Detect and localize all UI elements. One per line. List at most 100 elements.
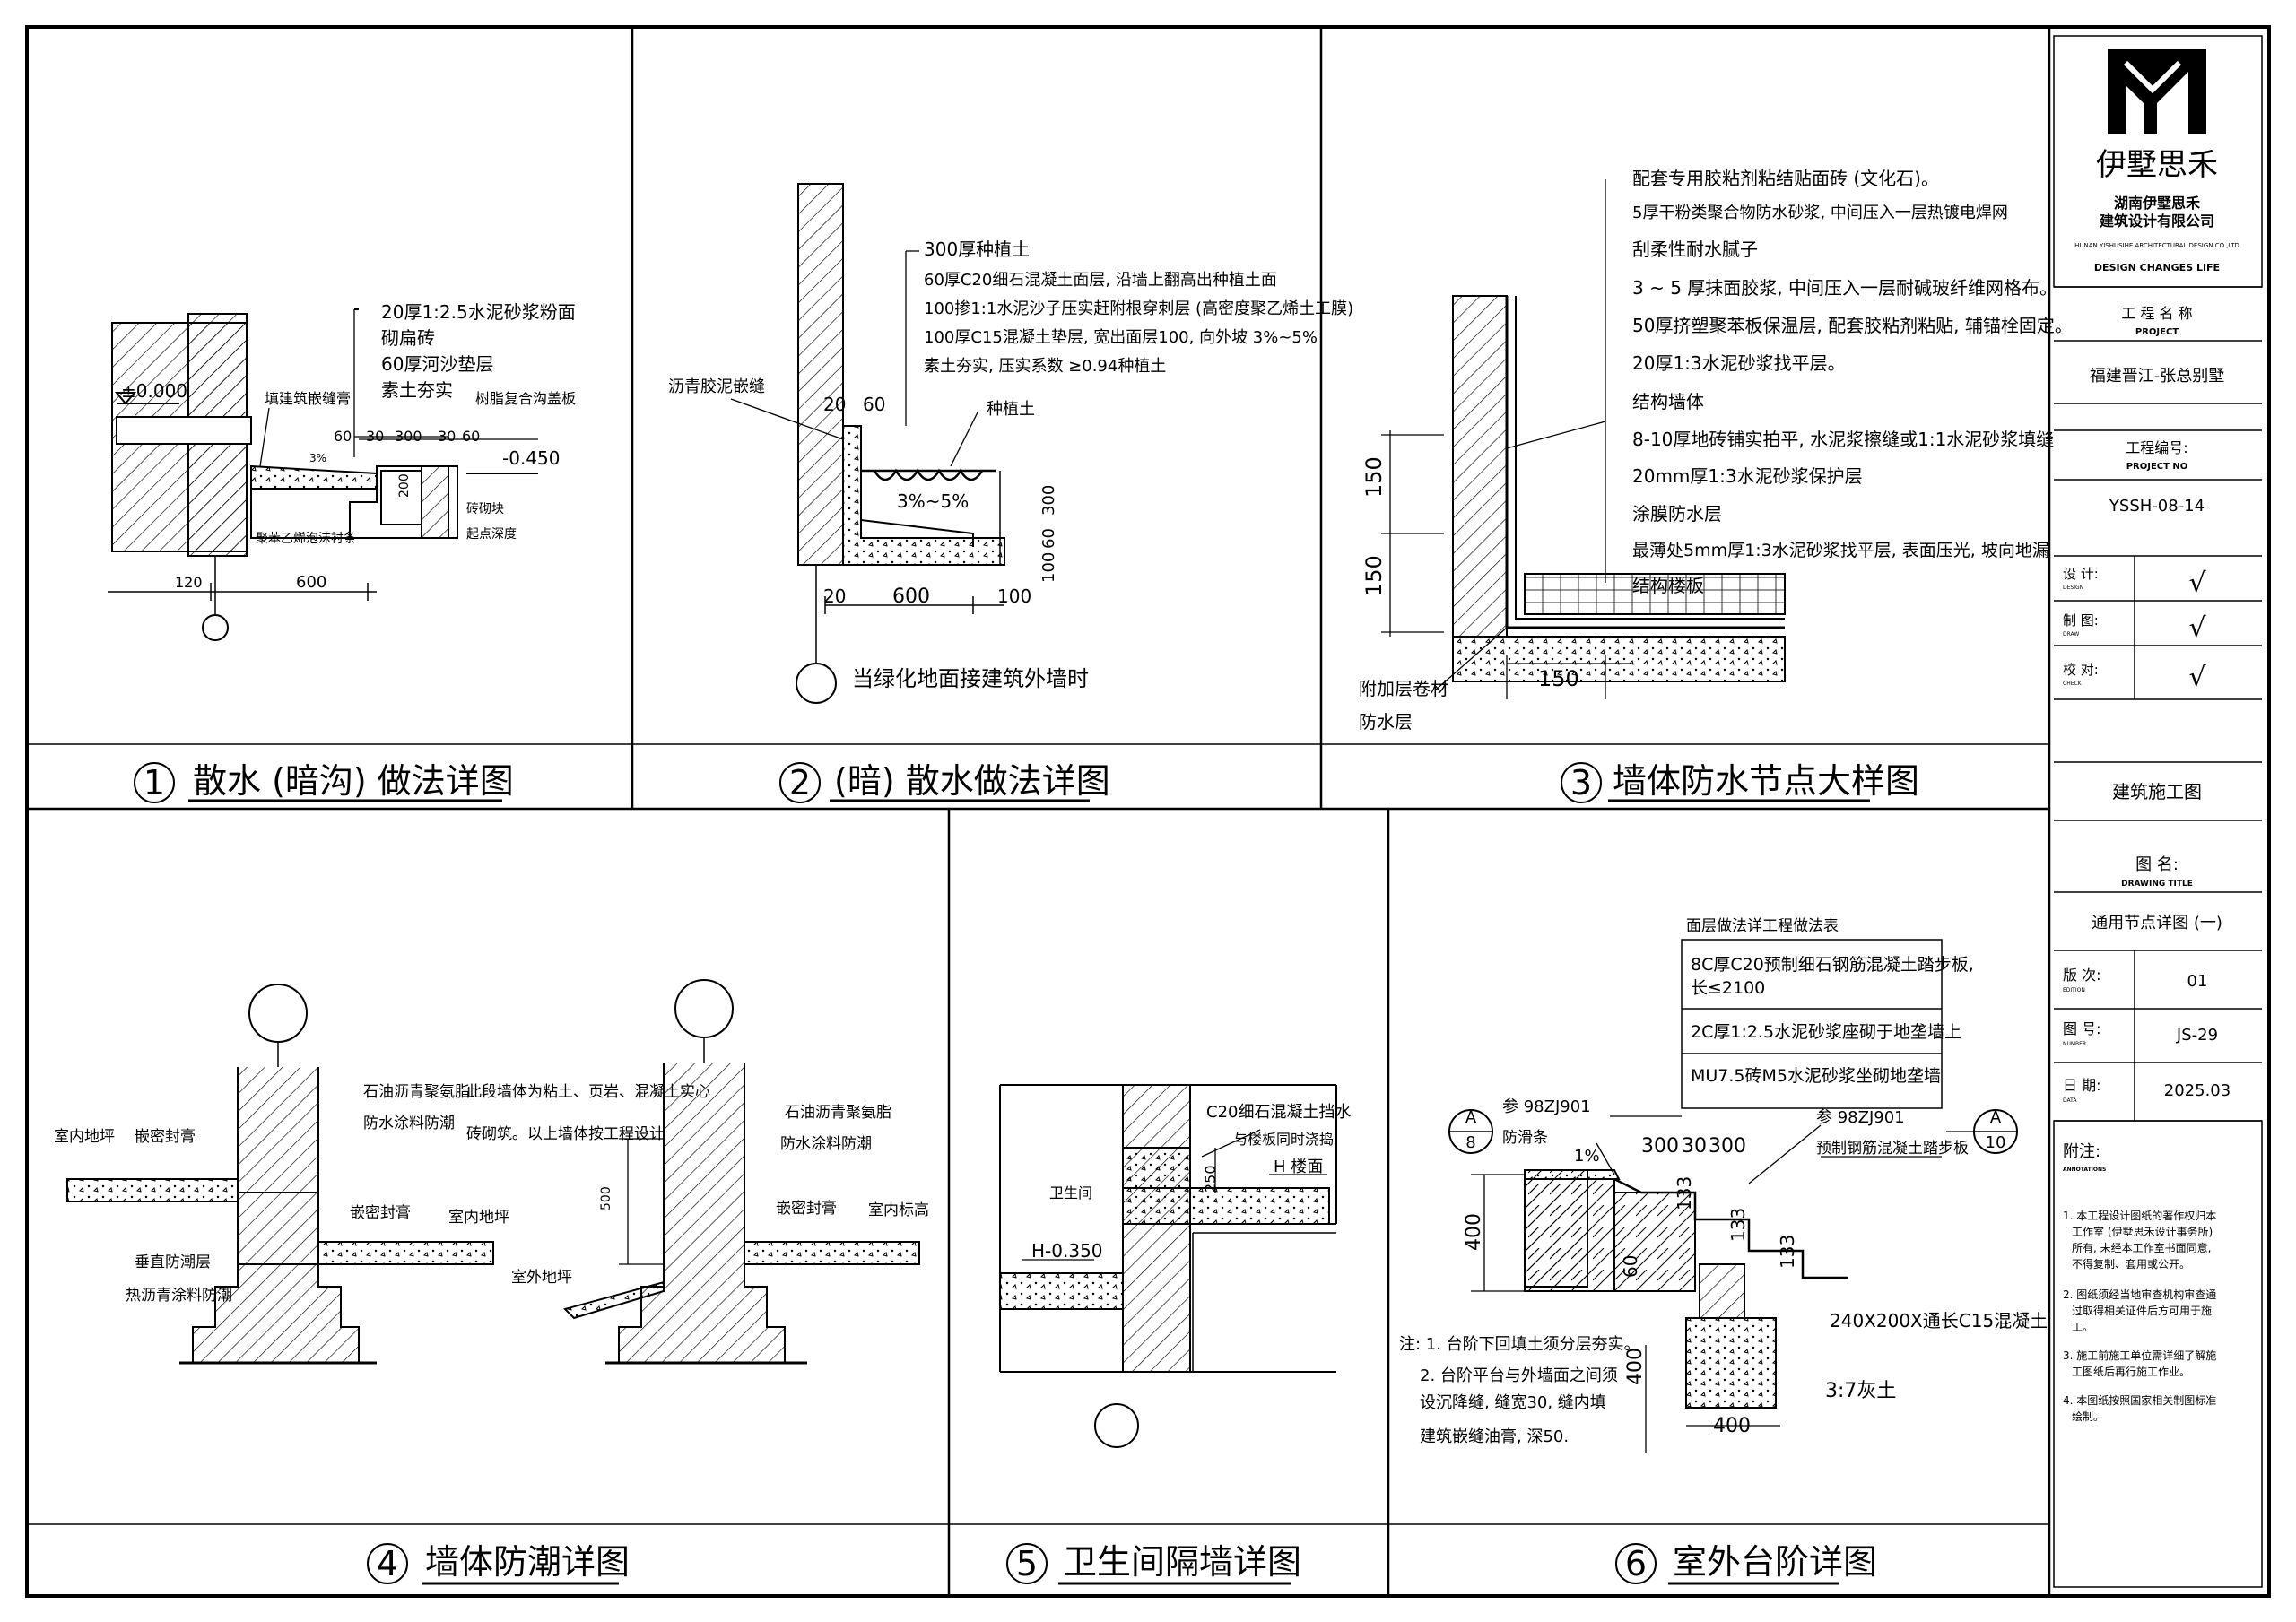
d6-ref-a-text: 参 98ZJ901	[1502, 1097, 1591, 1116]
d6-dim-top: 300	[1641, 1135, 1679, 1158]
d5-floor: H 楼面	[1274, 1158, 1323, 1176]
detail-5-text: C20细石混凝土挡水 与楼板同时浇捣 卫生间 H-0.350 H 楼面 250	[1031, 1103, 1351, 1262]
d1-dim-bottom: 120	[175, 574, 203, 591]
number-label: 图 号:	[2063, 1020, 2100, 1037]
stage: 建筑施工图	[2112, 781, 2202, 802]
title-block-text: 伊墅思禾 湖南伊墅思禾 建筑设计有限公司 HUNAN YISHUSIHE ARC…	[2063, 147, 2239, 1423]
d4-l-indoor: 室内地坪	[54, 1128, 115, 1146]
panel-number: 1	[144, 763, 165, 802]
d2-layer-1: 300厚种植土	[924, 239, 1030, 260]
drawing-title-label: 图 名:	[2135, 855, 2179, 874]
d2-dim-v: 60	[1039, 528, 1058, 549]
d6-ref-a-num: 8	[1465, 1133, 1475, 1152]
d2-dim-bottom: 20	[823, 585, 846, 607]
d4-l-note2: 砖砌筑。以上墙体按工程设计	[466, 1125, 665, 1143]
d2-layer-5: 素土夯实, 压实系数 ≥0.94种植土	[924, 357, 1166, 376]
d1-joint-label: 填建筑嵌缝膏	[265, 390, 351, 407]
d6-note-3: 设沉降缝, 缝宽30, 缝内填	[1420, 1393, 1606, 1412]
d3-layer-5: 50厚挤塑聚苯板保温层, 配套胶粘剂粘贴, 辅锚栓固定。	[1632, 315, 2073, 336]
drawing-title: 通用节点详图 (一)	[2092, 914, 2222, 932]
note-line: 过取得相关证件后方可用于施	[2072, 1304, 2212, 1317]
d3-layer-1: 配套专用胶粘剂粘结贴面砖 (文化石)。	[1632, 168, 1939, 189]
d4-l-seal: 嵌密封膏	[135, 1127, 196, 1146]
brand-name: 伊墅思禾	[2096, 147, 2218, 183]
panel-title-2: 2 (暗) 散水做法详图	[779, 761, 1110, 803]
d2-asphalt: 沥青胶泥嵌缝	[668, 377, 765, 396]
d1-elevation: ±0.000	[121, 380, 187, 402]
d6-note-4: 建筑嵌缝油膏, 深50.	[1420, 1427, 1569, 1446]
check-en: CHECK	[2063, 681, 2083, 687]
note-line: 工。	[2072, 1321, 2093, 1333]
panel-title-text: 散水 (暗沟) 做法详图	[193, 761, 514, 801]
draw-en: DRAW	[2063, 631, 2079, 638]
d6-row-4: MU7.5砖M5水泥砂浆坐砌地垄墙	[1691, 1066, 1941, 1086]
panel-number: 2	[789, 763, 811, 802]
d6-ref-b: A	[1990, 1108, 2002, 1127]
d2-layer-4: 100厚C15混凝土垫层, 宽出面层100, 向外坡 3%~5%	[924, 328, 1318, 347]
d4-r-coat2: 防水涂料防潮	[780, 1135, 872, 1153]
d3-extra-1: 附加层卷材	[1359, 678, 1448, 699]
d1-layer-4: 素土夯实	[381, 379, 453, 401]
d6-row-3: 2C厚1:2.5水泥砂浆座砌于地垄墙上	[1691, 1022, 1961, 1042]
panel-number: 6	[1625, 1544, 1647, 1583]
notes-en: ANNOTATIONS	[2063, 1167, 2106, 1173]
d3-layer-11: 最薄处5mm厚1:3水泥砂浆找平层, 表面压光, 坡向地漏	[1632, 541, 2049, 560]
d1-foam: 聚苯乙烯泡沫衬条	[256, 531, 356, 546]
panel-title-4: 4 墙体防潮详图	[367, 1542, 630, 1585]
d6-table-title: 面层做法详工程做法表	[1686, 917, 1839, 935]
d2-layer-2: 60厚C20细石混凝土面层, 沿墙上翻高出种植土面	[924, 271, 1277, 290]
d4-l-indoor2: 室内地坪	[448, 1209, 509, 1227]
panel-title-5: 5 卫生间隔墙详图	[1006, 1542, 1301, 1585]
d1-slope: 3%	[309, 452, 326, 464]
d1-dim: 60	[334, 428, 352, 445]
d3-dim: 150	[1361, 555, 1387, 596]
edition: 01	[2187, 972, 2208, 991]
slogan: DESIGN CHANGES LIFE	[2094, 262, 2220, 273]
d6-dim-v: 133	[1727, 1208, 1749, 1242]
note-line: 工作室 (伊墅思禾设计事务所)	[2072, 1225, 2213, 1238]
design-check: √	[2188, 568, 2206, 599]
d4-l-coat1: 石油沥青聚氨脂	[363, 1083, 470, 1101]
notes-label: 附注:	[2063, 1142, 2100, 1161]
d6-dim-400: 400	[1624, 1348, 1647, 1385]
d6-dim-v: 60	[1620, 1255, 1641, 1278]
company-name-en: HUNAN YISHUSIHE ARCHITECTURAL DESIGN CO.…	[2074, 242, 2239, 249]
date-en: DATA	[2063, 1097, 2077, 1104]
project-name: 福建晋江-张总别墅	[2090, 367, 2225, 386]
note-line: 1. 本工程设计图纸的著作权归本	[2063, 1209, 2216, 1222]
d1-elevation-2: -0.450	[502, 447, 560, 469]
d6-dim-400: 400	[1463, 1213, 1485, 1251]
d3-layer-6: 20厚1:3水泥砂浆找平层。	[1632, 352, 1846, 374]
draw-check: √	[2188, 612, 2206, 644]
company-name-1: 湖南伊墅思禾	[2114, 195, 2200, 212]
d1-dim-bottom: 600	[296, 573, 326, 592]
d3-layer-10: 涂膜防水层	[1632, 503, 1722, 525]
date-label: 日 期:	[2063, 1077, 2100, 1094]
d6-row-2: 长≤2100	[1691, 978, 1765, 998]
project-label-en: PROJECT	[2135, 327, 2179, 337]
panel-number: 4	[377, 1544, 398, 1583]
d2-dim-bottom: 600	[892, 585, 930, 608]
project-no-label: 工程编号:	[2126, 439, 2187, 456]
note-line: 工图纸后再行施工作业。	[2072, 1366, 2190, 1378]
d2-layer-3: 100掺1:1水泥沙子压实赶附根穿刺层 (高密度聚乙烯土工膜)	[924, 299, 1353, 318]
d6-ref-b-text: 参 98ZJ901	[1816, 1108, 1905, 1127]
project-no: YSSH-08-14	[2109, 497, 2205, 516]
d6-dim-top: 30	[1682, 1135, 1707, 1158]
panel-number: 5	[1016, 1544, 1038, 1583]
d1-depth: 起点深度	[466, 527, 517, 542]
note-line: 2. 图纸须经当地审查机构审查通	[2063, 1288, 2216, 1301]
note-line: 3. 施工前施工单位需详细了解施	[2063, 1349, 2216, 1362]
date: 2025.03	[2164, 1081, 2231, 1100]
detail-2-drawing	[730, 183, 1005, 704]
d1-cover-label: 树脂复合沟盖板	[475, 390, 576, 407]
d6-dim-v: 133	[1674, 1176, 1695, 1210]
d2-soil: 种植土	[987, 400, 1035, 419]
panel-title-3: 3 墙体防水节点大样图	[1561, 761, 1919, 803]
note-line: 不得复制、套用或公开。	[2072, 1257, 2190, 1271]
d4-l-vert2: 热沥青涂料防潮	[126, 1287, 232, 1305]
d2-caption: 当绿化地面接建筑外墙时	[852, 666, 1089, 691]
d6-dim-top: 300	[1709, 1135, 1746, 1158]
d6-ref-a: A	[1465, 1108, 1477, 1127]
detail-6-text: 面层做法详工程做法表 8C厚C20预制细石钢筋混凝土踏步板, 长≤2100 2C…	[1399, 917, 2048, 1446]
